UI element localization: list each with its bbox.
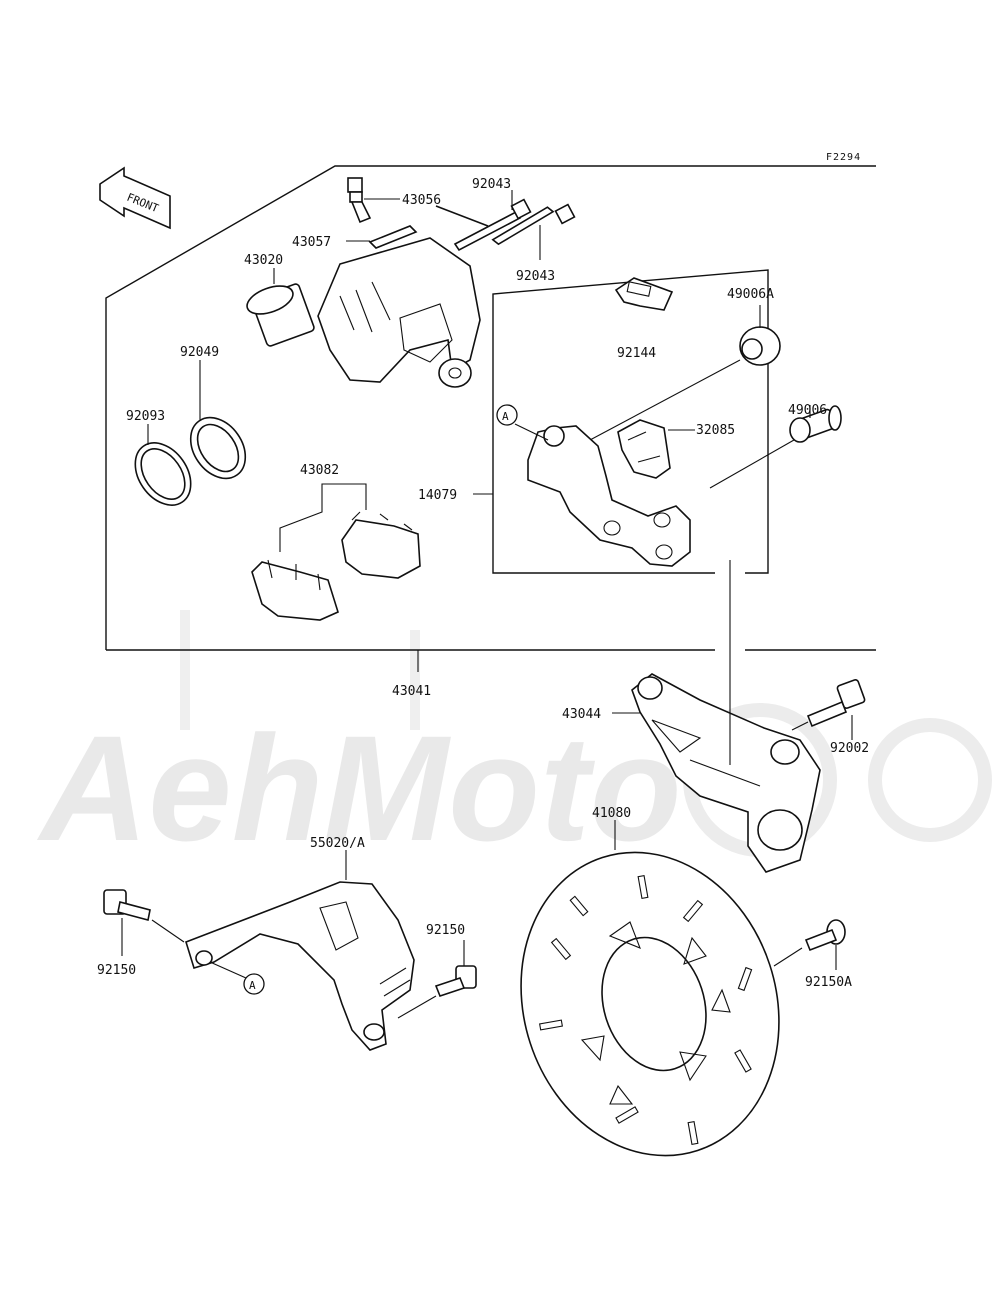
- label-92043-b: 92043: [516, 269, 555, 284]
- label-43020: 43020: [244, 253, 283, 268]
- label-92150-left: 92150: [97, 963, 136, 978]
- piston-seal: [189, 360, 247, 480]
- label-43041: 43041: [392, 684, 431, 699]
- label-92093: 92093: [126, 409, 165, 424]
- part-labels: 43056 43057 92043 92043 43020 92049 9209…: [97, 177, 869, 990]
- disc-bolt: [773, 919, 846, 970]
- label-43057: 43057: [292, 235, 331, 250]
- caliper-guard: [185, 850, 415, 1051]
- label-49006: 49006: [788, 403, 827, 418]
- label-43082: 43082: [300, 463, 339, 478]
- label-49006A: 49006A: [727, 287, 774, 302]
- bleeder-valve: [347, 177, 400, 224]
- label-92150A: 92150A: [805, 975, 852, 990]
- watermark: AehMoto: [36, 610, 992, 872]
- label-92049: 92049: [180, 345, 219, 360]
- label-92043-a: 92043: [472, 177, 511, 192]
- piston: [246, 268, 315, 347]
- svg-text:A: A: [502, 410, 509, 423]
- label-32085: 32085: [696, 423, 735, 438]
- pad-spring: [617, 419, 695, 479]
- slide-pins: [435, 190, 576, 260]
- callout-a-top: A: [496, 404, 518, 426]
- pin-boot-49006: [709, 405, 842, 489]
- label-41080: 41080: [592, 806, 631, 821]
- label-92150-right: 92150: [426, 923, 465, 938]
- watermark-text: AehMoto: [36, 704, 682, 872]
- pin-boot: [589, 305, 781, 441]
- guard-bolt-right: [397, 940, 477, 1019]
- brake-disc: [520, 820, 780, 1157]
- dust-seal: [134, 424, 192, 506]
- brake-pads: [251, 483, 421, 621]
- callout-a-bottom: A: [209, 961, 265, 995]
- front-arrow-icon: FRONT: [99, 166, 171, 230]
- caliper-assembly-frame: [105, 165, 876, 672]
- label-43044: 43044: [562, 707, 601, 722]
- label-92144: 92144: [617, 346, 656, 361]
- svg-text:A: A: [249, 979, 256, 992]
- diagram-code: F2294: [826, 152, 861, 163]
- label-14079: 14079: [418, 488, 457, 503]
- pad-pin-43057: [346, 225, 418, 249]
- caliper-bracket: [473, 423, 691, 567]
- caliper-body: [317, 237, 481, 388]
- label-43056: 43056: [402, 193, 441, 208]
- label-55020A: 55020/A: [310, 836, 365, 851]
- caliper-holder: [612, 560, 821, 873]
- guard-bolt-left: [103, 889, 185, 956]
- pad-spring-clip: [614, 277, 674, 311]
- bolt-92002: [791, 679, 866, 740]
- label-92002: 92002: [830, 741, 869, 756]
